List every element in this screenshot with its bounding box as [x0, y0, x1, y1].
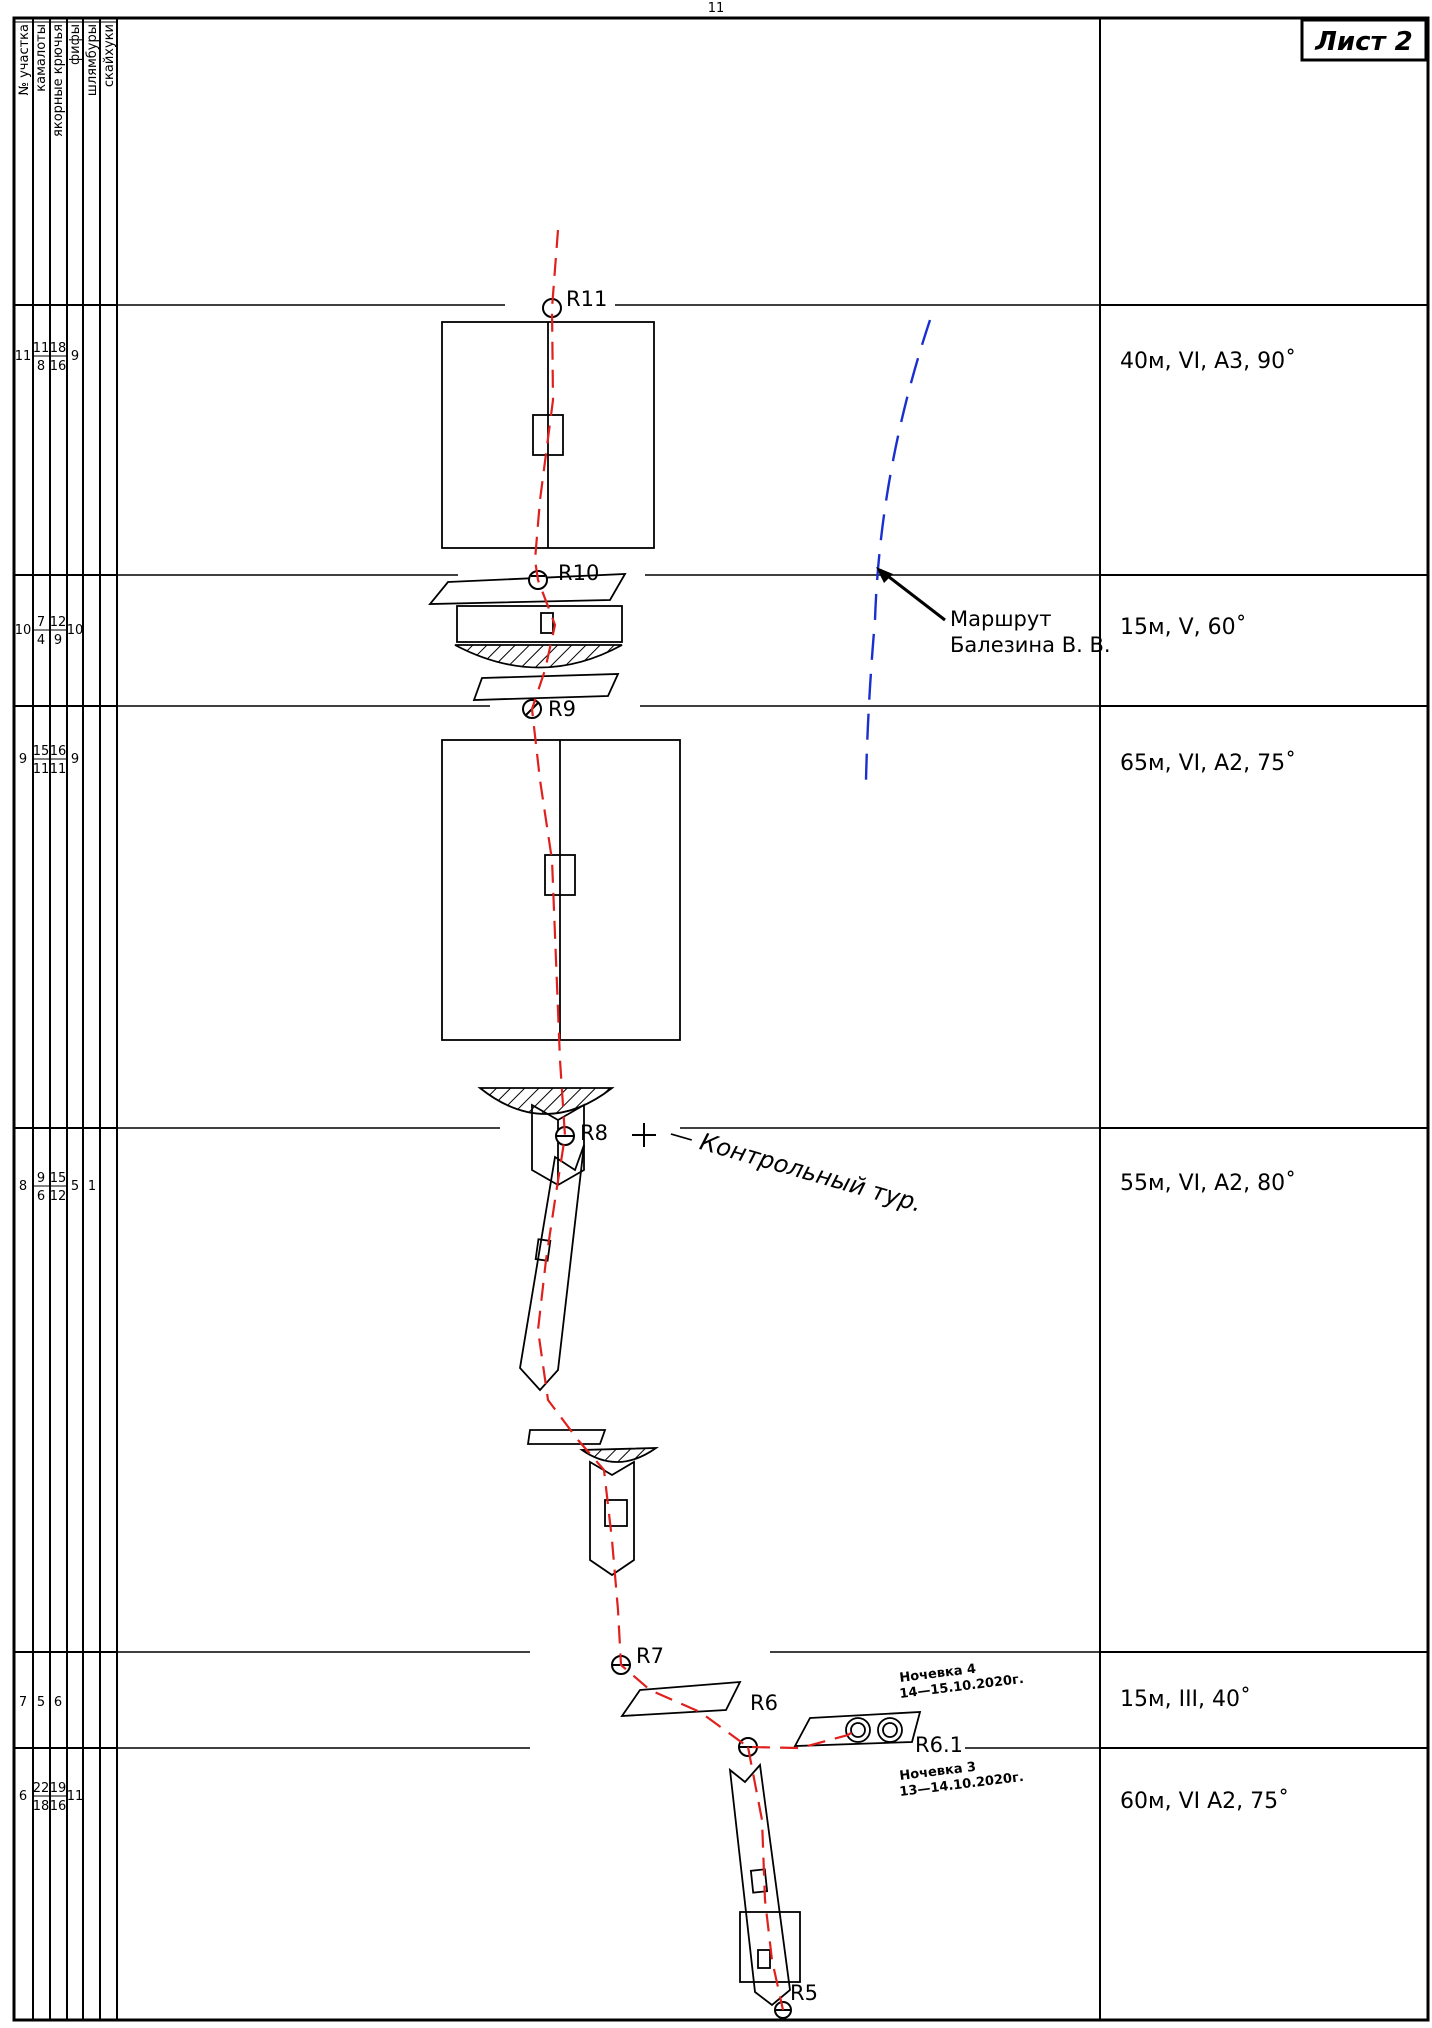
route-pointer	[879, 568, 946, 622]
ledge	[472, 673, 620, 701]
hooks-bottom: 16	[50, 359, 67, 374]
table-row: 8 9 6 15 12 5 1 55м, VI, A2, 80˚	[19, 1171, 1296, 1204]
fifi-count: 10	[67, 623, 84, 638]
camalots-bottom: 8	[37, 359, 45, 374]
label-r8: R8	[580, 1121, 608, 1145]
sheet-frame	[12, 16, 1430, 2022]
table-row: 10 7 4 12 9 10 15м, V, 60˚	[15, 615, 1247, 648]
section-number: 6	[19, 1789, 27, 1804]
overhang	[579, 1447, 659, 1463]
hooks-bottom: 11	[50, 762, 67, 777]
camalots-bottom: 18	[33, 1799, 50, 1814]
header-fifi: фифы	[68, 24, 83, 65]
table-row: 7 5 6 15м, III, 40˚	[19, 1687, 1251, 1712]
section-description: 65м, VI, A2, 75˚	[1120, 751, 1296, 776]
sheet-label: Лист 2	[1314, 27, 1412, 57]
table-row: 9 15 11 16 11 9 65м, VI, A2, 75˚	[19, 744, 1296, 777]
bivouac-ledge	[793, 1711, 922, 1747]
hooks-bottom: 9	[54, 633, 62, 648]
rock-features	[428, 321, 922, 2007]
dihedral	[589, 1460, 635, 1577]
section-description: 40м, VI, A3, 90˚	[1120, 349, 1296, 374]
section-number: 8	[19, 1179, 27, 1194]
dihedral	[728, 1762, 791, 2007]
fifi-count: 9	[71, 752, 79, 767]
route-line	[530, 229, 856, 2011]
section-number: 11	[15, 349, 32, 364]
camalots-bottom: 6	[37, 1189, 45, 1204]
route-note-line2: Балезина В. В.	[950, 633, 1111, 657]
table-row: 11 11 8 18 16 9 40м, VI, A3, 90˚	[15, 341, 1296, 374]
chimney-box	[749, 1868, 769, 1894]
ledge	[428, 573, 627, 605]
hooks-count: 6	[54, 1695, 62, 1710]
chimney-box	[532, 414, 564, 456]
column-headers: № участка камалоты якорные крючья фифы ш…	[17, 24, 117, 137]
control-cairn-label: — Контрольный тур.	[666, 1119, 925, 1218]
header-anchor-hooks: якорные крючья	[51, 24, 66, 137]
camalots-top: 15	[33, 744, 50, 759]
block	[739, 1911, 801, 1983]
block	[456, 605, 623, 643]
camalots-bottom: 4	[37, 633, 45, 648]
hooks-bottom: 16	[50, 1799, 67, 1814]
camalots-top: 22	[33, 1781, 50, 1796]
chimney-box	[604, 1499, 628, 1527]
ledge	[620, 1680, 742, 1718]
chimney-box	[544, 854, 576, 896]
hooks-top: 16	[50, 744, 67, 759]
dihedral	[519, 1144, 585, 1392]
header-skyhooks: скайхуки	[102, 24, 117, 87]
camalots-bottom: 11	[33, 762, 50, 777]
section-number: 9	[19, 752, 27, 767]
route-note-line1: Маршрут	[950, 607, 1052, 631]
hooks-bottom: 12	[50, 1189, 67, 1204]
bolts-count: 1	[88, 1179, 96, 1194]
fifi-count: 5	[71, 1179, 79, 1194]
camalots-top: 7	[37, 615, 45, 630]
section-number: 10	[15, 623, 32, 638]
section-description: 15м, V, 60˚	[1120, 615, 1247, 640]
overhang	[477, 1087, 615, 1115]
chimney-box	[757, 1949, 771, 1969]
hooks-top: 15	[50, 1171, 67, 1186]
label-r10: R10	[558, 561, 599, 585]
section-description: 55м, VI, A2, 80˚	[1120, 1171, 1296, 1196]
label-r9: R9	[548, 697, 576, 721]
label-r6-1: R6.1	[915, 1733, 963, 1757]
camalots-top: 9	[37, 1171, 45, 1186]
ledge	[526, 1429, 607, 1445]
wall-block	[441, 739, 681, 1041]
header-camalots: камалоты	[34, 24, 49, 92]
bivouac-ring	[845, 1717, 871, 1743]
overhang	[454, 644, 623, 669]
header-section-no: № участка	[17, 24, 32, 96]
header-bolts: шлямбуры	[85, 24, 100, 96]
section-description: 60м, VI A2, 75˚	[1120, 1789, 1289, 1814]
alt-route-line	[864, 319, 932, 781]
label-r7: R7	[636, 1644, 664, 1668]
sheet-label-box	[1300, 18, 1428, 62]
hooks-top: 19	[50, 1781, 67, 1796]
hooks-top: 18	[50, 341, 67, 356]
camalots-count: 5	[37, 1695, 45, 1710]
hooks-top: 12	[50, 615, 67, 630]
fifi-count: 11	[67, 1789, 84, 1804]
section-description: 15м, III, 40˚	[1120, 1687, 1251, 1712]
section-number: 7	[19, 1695, 27, 1710]
page-number: 11	[708, 1, 725, 16]
chimney-box	[540, 612, 554, 634]
control-cairn-marker	[632, 1123, 656, 1147]
label-r6: R6	[750, 1691, 778, 1715]
label-r11: R11	[566, 287, 607, 311]
camalots-top: 11	[33, 341, 50, 356]
label-r5: R5	[790, 1981, 818, 2005]
fifi-count: 9	[71, 349, 79, 364]
table-row: 6 22 18 19 16 11 60м, VI A2, 75˚	[19, 1781, 1289, 1814]
chimney-box	[534, 1238, 552, 1262]
bivouac-ring	[877, 1717, 903, 1743]
table-grid	[14, 18, 1428, 2020]
